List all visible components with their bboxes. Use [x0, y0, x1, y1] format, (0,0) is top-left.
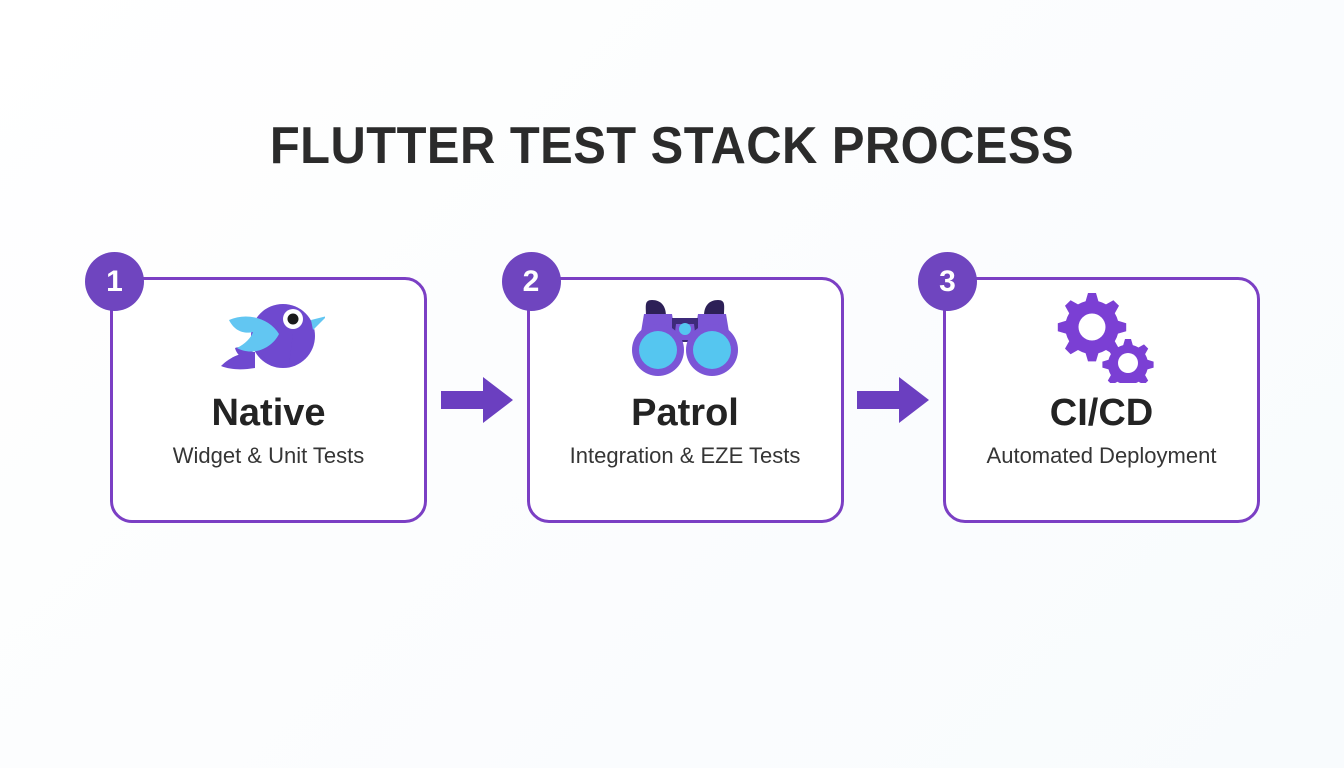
step-number-badge-1: 1	[85, 252, 144, 311]
step-title-1: Native	[211, 392, 326, 434]
step-icon-slot-1	[113, 280, 424, 398]
process-flow: 1 Native	[85, 252, 1260, 523]
connector-1	[427, 377, 527, 423]
process-step-card-1[interactable]: 1 Native	[85, 252, 427, 523]
process-step-card-3[interactable]: 3 CI/CD Automated Deployment	[918, 252, 1260, 523]
binoculars-icon	[632, 294, 738, 385]
step-title-3: CI/CD	[1049, 392, 1154, 434]
step-subtitle-3: Automated Deployment	[986, 443, 1217, 468]
step-number-badge-2: 2	[501, 252, 561, 311]
step-subtitle-2: Integration & EZE Tests	[569, 443, 801, 468]
arrow-right-icon	[440, 377, 513, 423]
step-icon-slot-2	[530, 280, 841, 398]
step-icon-slot-3	[946, 280, 1257, 398]
bird-icon	[213, 294, 327, 385]
page-title: FLUTTER TEST STACK PROCESS	[269, 117, 1075, 175]
step-subtitle-1: Widget & Unit Tests	[172, 443, 365, 468]
process-step-card-2[interactable]: 2	[501, 252, 844, 523]
gears-icon	[1050, 291, 1154, 390]
step-number-badge-3: 3	[918, 252, 977, 311]
connector-2	[844, 377, 944, 423]
step-title-2: Patrol	[631, 392, 739, 434]
arrow-right-icon	[857, 377, 930, 423]
